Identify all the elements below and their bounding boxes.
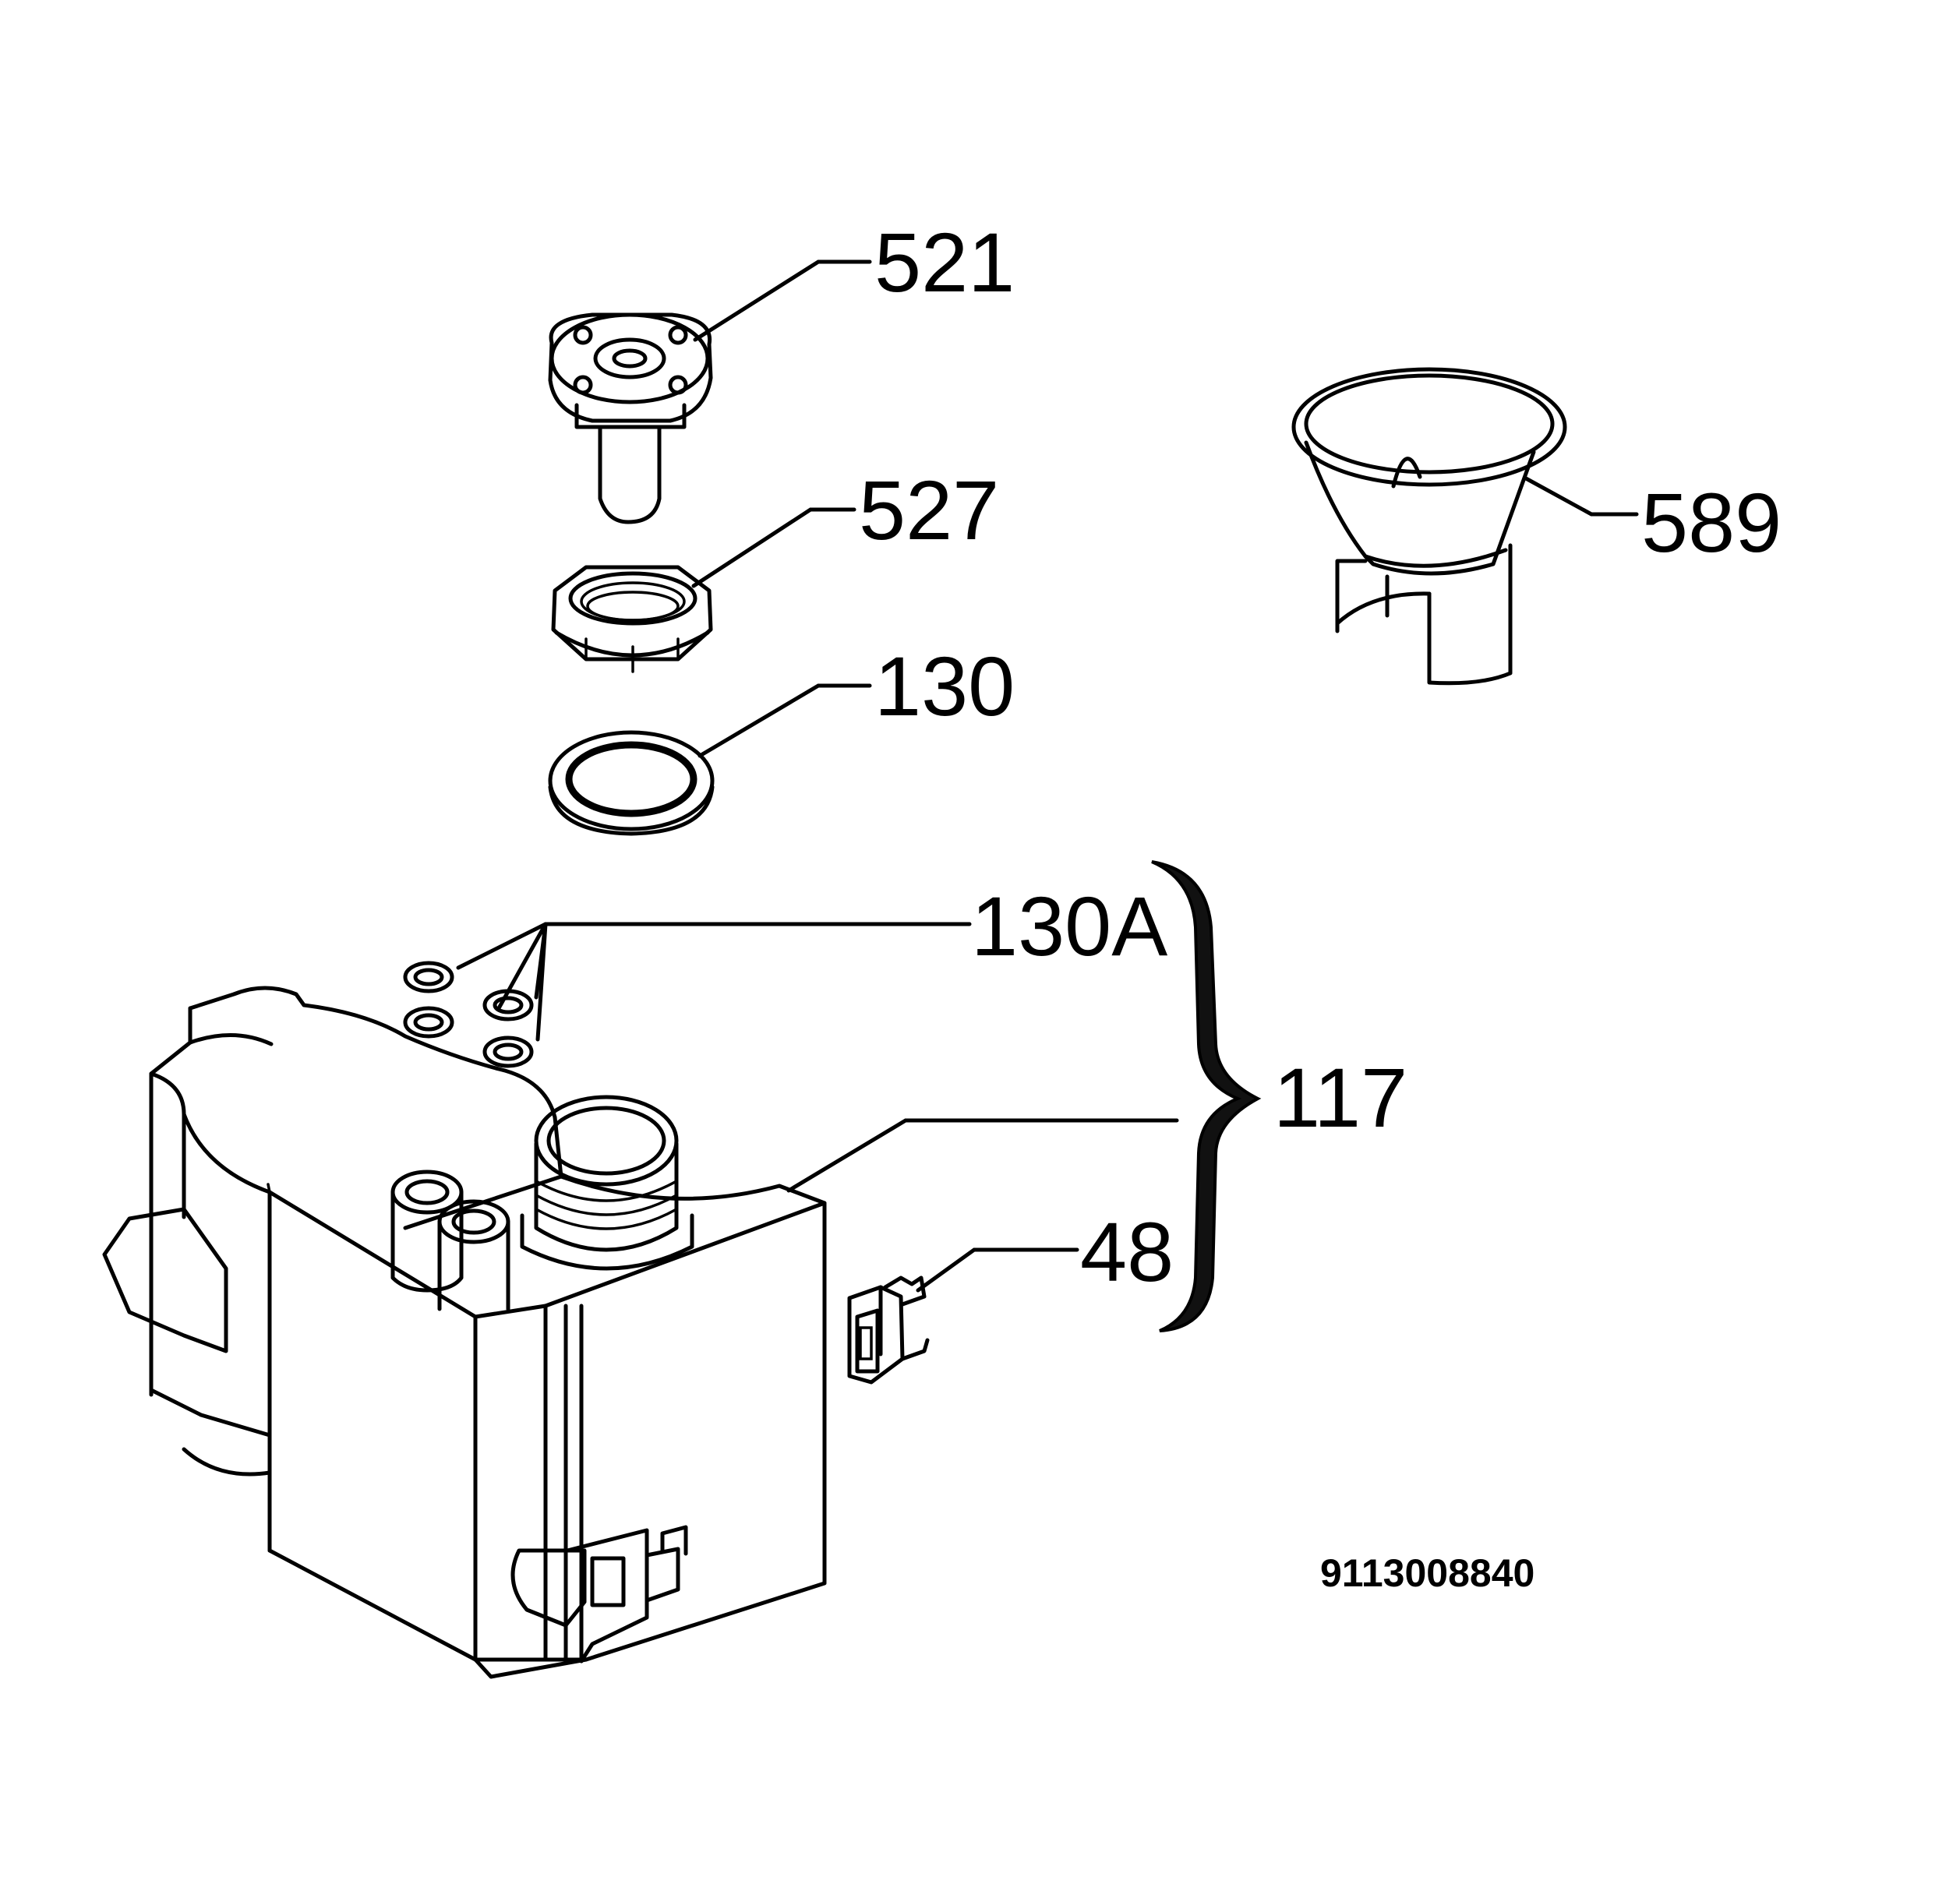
- leader-589: [1524, 476, 1639, 517]
- part-48-connector: [847, 1275, 930, 1385]
- leader-48: [916, 1247, 1079, 1293]
- label-589: 589: [1641, 475, 1782, 570]
- leader-lines: [456, 259, 1639, 1293]
- part-521-cap: [548, 312, 713, 524]
- part-130a-o-rings: [403, 961, 534, 1068]
- label-527: 527: [859, 463, 999, 557]
- leader-130: [697, 683, 872, 758]
- leader-117: [786, 1118, 1179, 1193]
- label-130: 130: [874, 639, 1015, 733]
- part-589-funnel: [1291, 367, 1567, 686]
- label-48: 48: [1080, 1205, 1174, 1299]
- leader-521: [693, 259, 872, 342]
- brace-117: [1151, 860, 1262, 1332]
- drawing-code: 9113008840: [1320, 1551, 1534, 1595]
- part-130-washer: [548, 730, 715, 836]
- part-527-hex-nut: [551, 565, 713, 673]
- leader-527: [691, 507, 856, 588]
- label-521: 521: [874, 215, 1015, 309]
- part-117-container: [102, 986, 827, 1679]
- label-117: 117: [1273, 1050, 1407, 1145]
- label-130a: 130A: [971, 879, 1167, 973]
